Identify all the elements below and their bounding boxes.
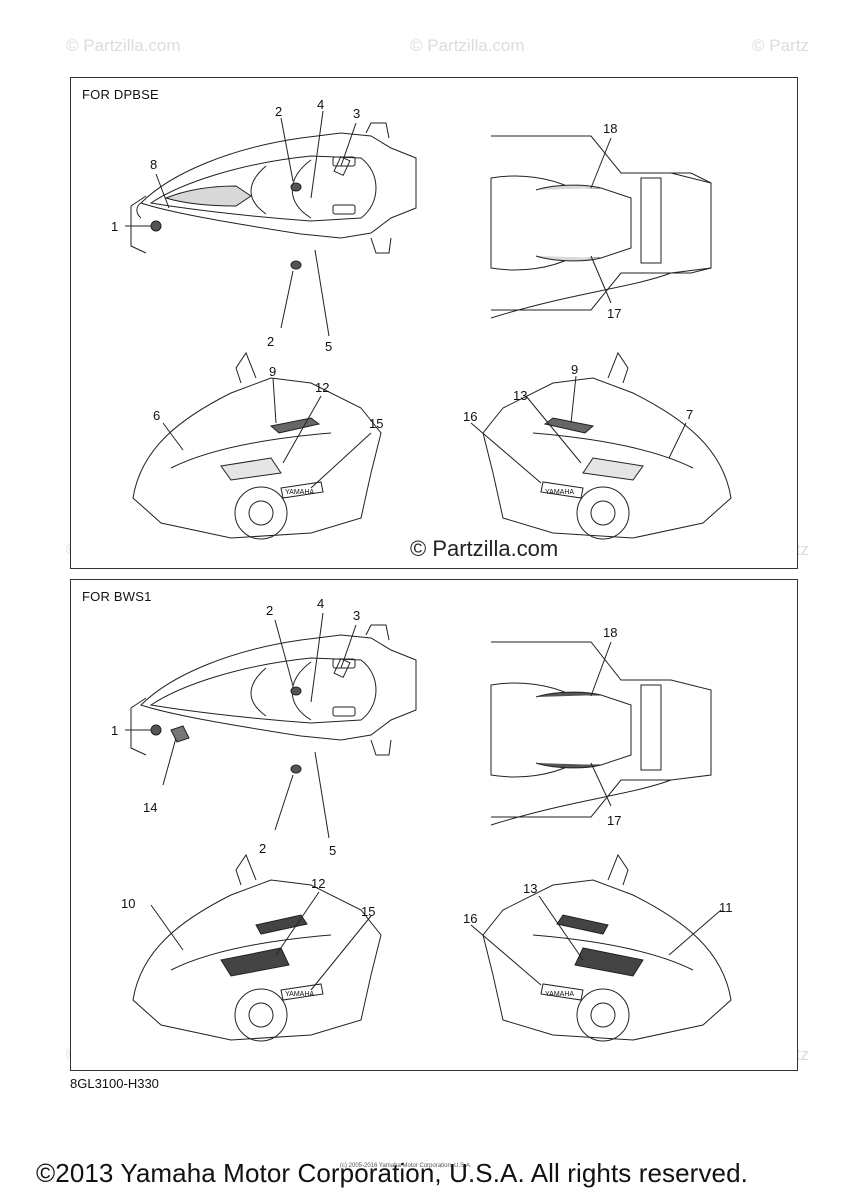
decal-diagram-bws1: YAMAHA YAMAHA 1 2 4 3 14 bbox=[111, 596, 733, 1042]
left-side-view-hull: YAMAHA bbox=[132, 351, 382, 540]
svg-text:YAMAHA: YAMAHA bbox=[545, 991, 574, 998]
callout-2: 2 bbox=[259, 841, 266, 856]
callout-18: 18 bbox=[603, 625, 617, 640]
callout-4: 4 bbox=[317, 97, 324, 112]
callout-1: 1 bbox=[111, 723, 118, 738]
diagram-panel-dpbse: FOR DPBSE bbox=[70, 77, 798, 569]
svg-text:YAMAHA: YAMAHA bbox=[285, 991, 314, 998]
callout-3: 3 bbox=[353, 608, 360, 623]
callout-7: 7 bbox=[686, 407, 693, 422]
callout-9: 9 bbox=[571, 362, 578, 377]
callout-15: 15 bbox=[369, 416, 383, 431]
callout-16: 16 bbox=[463, 409, 477, 424]
rear-view-hull bbox=[490, 641, 712, 826]
watermark: © Partz bbox=[752, 36, 809, 55]
callout-11: 11 bbox=[719, 900, 733, 915]
callout-6: 6 bbox=[153, 408, 160, 423]
callout-1: 1 bbox=[111, 219, 118, 234]
callout-12: 12 bbox=[311, 876, 325, 891]
top-view-hull bbox=[130, 624, 417, 774]
callout-18: 18 bbox=[603, 121, 617, 136]
svg-text:YAMAHA: YAMAHA bbox=[545, 489, 574, 496]
svg-text:YAMAHA: YAMAHA bbox=[285, 489, 314, 496]
callout-5: 5 bbox=[325, 339, 332, 354]
top-view-hull bbox=[130, 122, 417, 270]
callout-2: 2 bbox=[266, 603, 273, 618]
callout-17: 17 bbox=[607, 306, 621, 321]
callout-10: 10 bbox=[121, 896, 135, 911]
panel-title: FOR BWS1 bbox=[82, 589, 152, 604]
callout-13: 13 bbox=[523, 881, 537, 896]
watermark: © Partzilla.com bbox=[66, 36, 181, 55]
callout-9: 9 bbox=[269, 364, 276, 379]
callout-14: 14 bbox=[143, 800, 157, 815]
callout-16: 16 bbox=[463, 911, 477, 926]
callout-17: 17 bbox=[607, 813, 621, 828]
callout-2: 2 bbox=[275, 104, 282, 119]
callout-12: 12 bbox=[315, 380, 329, 395]
callout-3: 3 bbox=[353, 106, 360, 121]
left-side-view-hull: YAMAHA bbox=[132, 853, 382, 1042]
callout-13: 13 bbox=[513, 388, 527, 403]
decal-diagram-dpbse: YAMAHA YAMAHA 1 2 bbox=[111, 97, 732, 540]
diagram-panel-bws1: FOR BWS1 bbox=[70, 579, 798, 1071]
callout-15: 15 bbox=[361, 904, 375, 919]
panel-title: FOR DPBSE bbox=[82, 87, 159, 102]
callout-5: 5 bbox=[329, 843, 336, 858]
watermark-center: © Partzilla.com bbox=[410, 536, 559, 561]
callout-2: 2 bbox=[267, 334, 274, 349]
part-number: 8GL3100-H330 bbox=[70, 1076, 159, 1091]
callout-4: 4 bbox=[317, 596, 324, 611]
fine-print: (c) 2005-2016 Yamaha Motor Corporation, … bbox=[340, 1163, 472, 1169]
right-side-view-hull: YAMAHA bbox=[482, 853, 732, 1042]
copyright-notice: ©2013 Yamaha Motor Corporation, U.S.A. A… bbox=[36, 1158, 748, 1188]
right-side-view-hull: YAMAHA bbox=[482, 351, 732, 540]
watermark: © Partzilla.com bbox=[410, 36, 525, 55]
callout-8: 8 bbox=[150, 157, 157, 172]
